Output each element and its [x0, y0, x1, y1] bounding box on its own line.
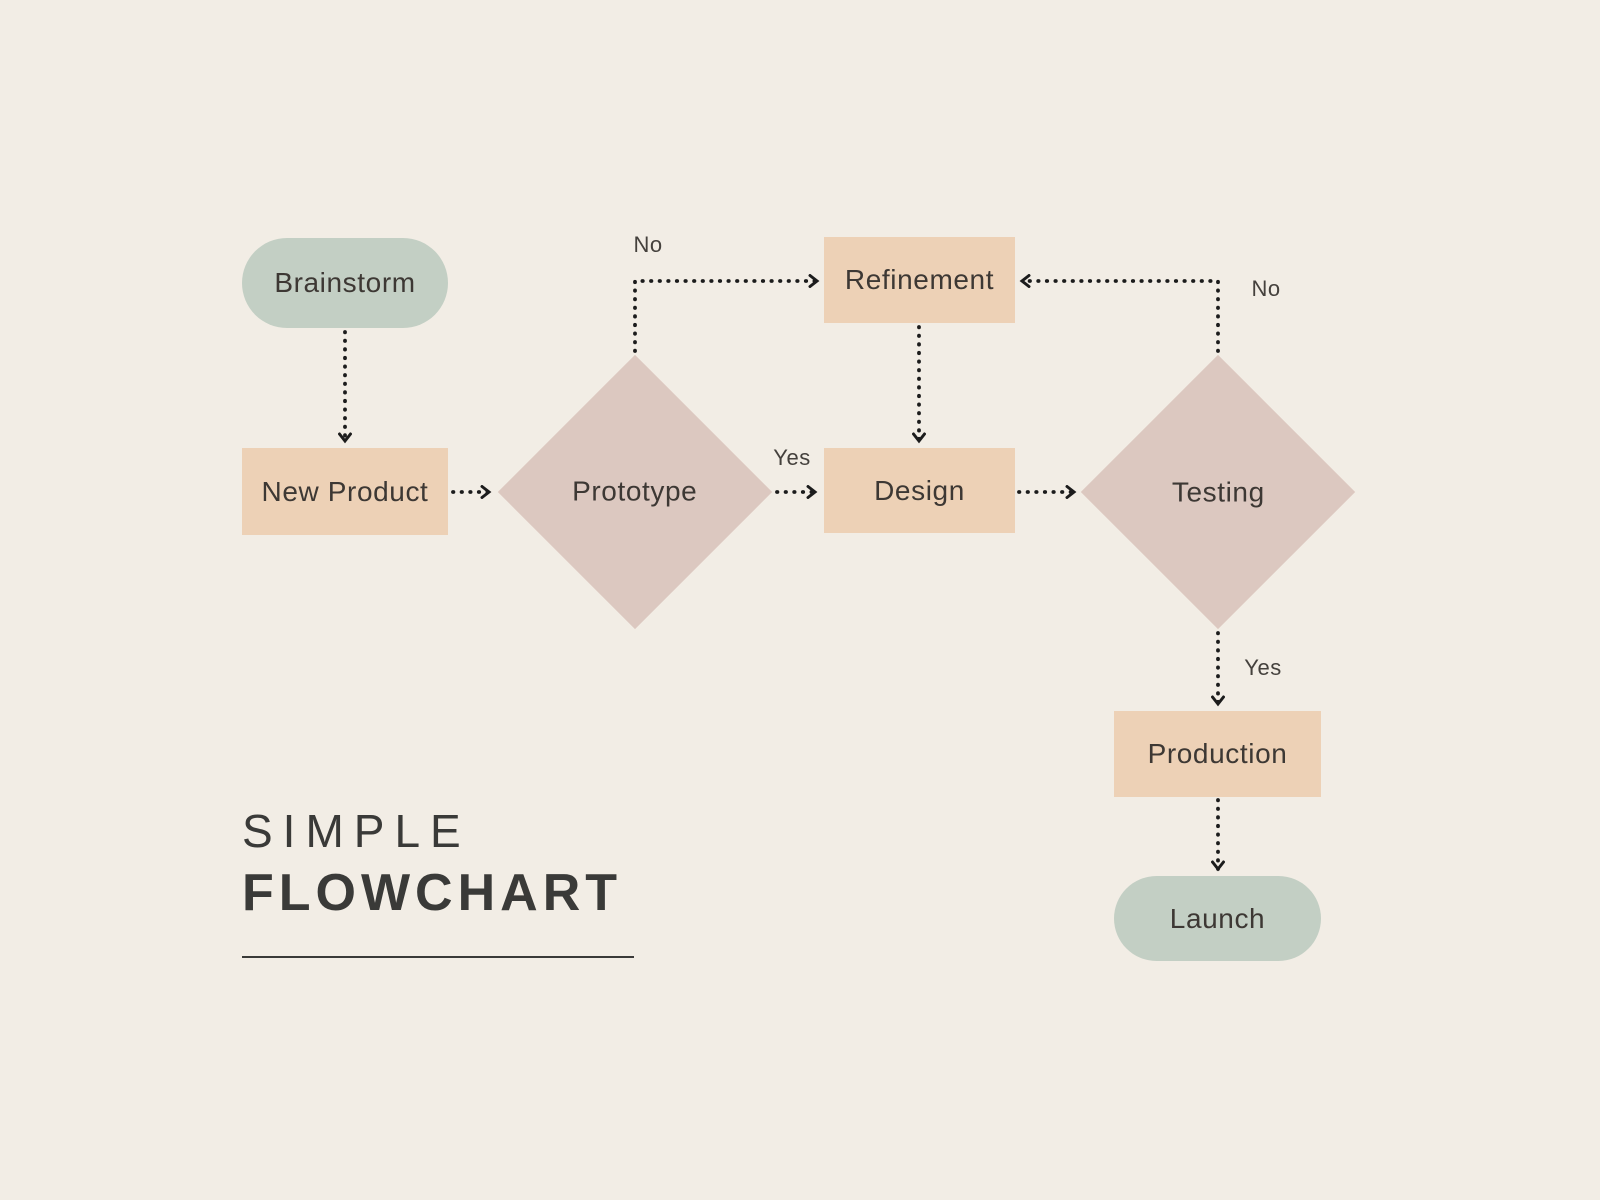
title-block: SIMPLE FLOWCHART [242, 802, 622, 926]
title-underline [242, 956, 634, 958]
edge-label-prototype-yes: Yes [773, 445, 811, 470]
node-refinement: Refinement [824, 237, 1015, 323]
edge-label-testing-yes: Yes [1244, 655, 1282, 680]
node-refinement-label: Refinement [844, 264, 995, 295]
node-design-label: Design [874, 474, 965, 506]
node-brainstorm: Brainstorm [242, 238, 448, 328]
node-production: Production [1114, 711, 1321, 797]
node-production-label: Production [1147, 738, 1288, 769]
node-launch-label: Launch [1169, 902, 1266, 934]
node-new-product-label: New Product [261, 475, 429, 507]
title-line-2: FLOWCHART [242, 864, 623, 922]
node-new-product: New Product [242, 448, 448, 535]
edge-label-prototype-no: No [633, 232, 663, 257]
node-design: Design [824, 448, 1015, 533]
node-launch: Launch [1114, 876, 1321, 961]
edge-label-testing-no: No [1251, 276, 1281, 301]
title-line-1: SIMPLE [242, 805, 471, 857]
node-testing-label: Testing [1171, 475, 1265, 507]
node-brainstorm-label: Brainstorm [274, 267, 416, 298]
edge-prototype-no-to-refinement [633, 274, 820, 353]
node-prototype-label: Prototype [572, 476, 698, 507]
edge-testing-no-to-refinement [1019, 274, 1220, 353]
